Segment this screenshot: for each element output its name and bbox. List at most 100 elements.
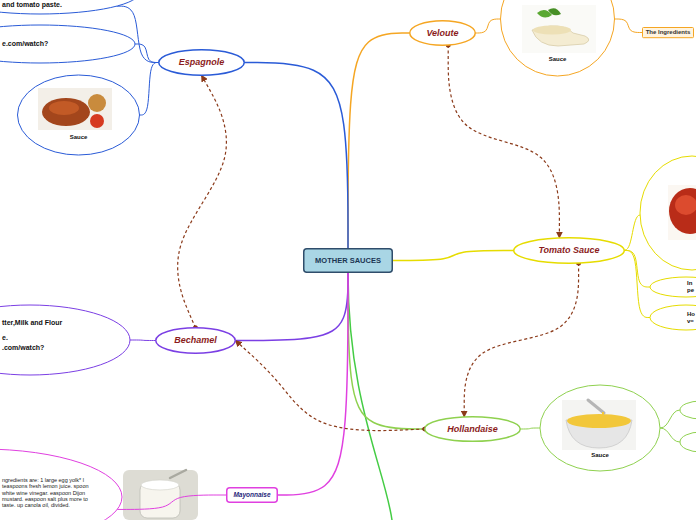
branch-line [244, 63, 348, 249]
main-topic: Espagnole [158, 49, 245, 76]
main-topic: Bechamel [155, 327, 236, 354]
hollandaise-branches [680, 401, 696, 419]
image-topic: Sauce [17, 75, 140, 155]
mayonnaise-photo [141, 480, 179, 490]
subtopic-ellipse: e.com/watch? [0, 25, 135, 63]
node-outline [650, 305, 696, 330]
node-outline-layer [540, 385, 660, 471]
node-outline [159, 50, 245, 76]
mayonnaise-photo [123, 470, 198, 520]
node-text: Hollandaise [447, 424, 498, 435]
branch-line [140, 63, 159, 116]
node-outline [643, 27, 694, 37]
veloute-photo [533, 26, 571, 35]
veloute-photo [532, 26, 589, 46]
node-outline [18, 75, 140, 155]
subtopic-ellipse: ngredients are: 1 large egg yolk* l teas… [0, 449, 122, 520]
node-text: e. [2, 334, 8, 342]
hollandaise-branches [680, 432, 696, 452]
image-topic: Sauce [500, 0, 615, 76]
node-outline [410, 21, 476, 46]
branch-line [235, 273, 348, 341]
node-outline [0, 25, 135, 63]
main-topic: Hollandaise [424, 416, 521, 442]
node-outline-layer [500, 0, 615, 76]
subtopic-ellipse: Inpe [650, 277, 696, 297]
hollandaise-branches [660, 410, 680, 428]
branch-line [624, 251, 650, 318]
hollandaise-photo [588, 400, 604, 413]
espagnole-photo [38, 88, 112, 130]
hollandaise-branches [660, 401, 696, 452]
node-text: Veloute [426, 28, 458, 39]
node-text: Espagnole [179, 57, 225, 68]
espagnole-photo [49, 101, 79, 115]
branch-line [348, 33, 410, 248]
hollandaise-photo [562, 400, 636, 450]
veloute-photo [522, 5, 596, 53]
tomato-image-topic [625, 215, 640, 250]
image-topic: Sauce [540, 385, 660, 471]
relationship-arrow [235, 341, 425, 431]
node-text: pe [687, 287, 694, 294]
mayonnaise-photo [170, 470, 186, 478]
node-text: The Ingredients [646, 29, 691, 36]
main-topic: Veloute [409, 20, 476, 46]
tomato-image-topic [640, 156, 696, 270]
branch-line [475, 19, 500, 33]
node-outline [650, 277, 696, 297]
subtopic-ellipse: tter,Milk and Flour e. .com/watch? [0, 305, 130, 375]
node-outline-layer [17, 75, 140, 155]
subtopic-ellipse: and tomato paste. [0, 0, 140, 14]
node-outline [0, 449, 122, 520]
node-text: and tomato paste. [2, 1, 62, 9]
branch-line [117, 495, 226, 509]
espagnole-photo [88, 94, 106, 112]
node-outline [540, 385, 660, 471]
subtopic-box: The Ingredients [642, 27, 694, 38]
node-text: MOTHER SAUCES [315, 256, 381, 265]
node-outline [501, 0, 615, 76]
espagnole-photo [90, 114, 104, 128]
node-outline [425, 417, 521, 442]
node-outline [156, 328, 236, 354]
node-outline-layer [0, 305, 130, 375]
branch-line [278, 273, 348, 495]
branch-line [393, 251, 514, 261]
node-text: Tomato Sauce [538, 245, 599, 256]
node-text: Bechamel [174, 335, 217, 346]
hollandaise-photo [602, 412, 604, 421]
node-text: v= [687, 318, 694, 325]
branch-line [615, 19, 643, 33]
hollandaise-branches [660, 428, 680, 442]
node-text: Mayonnaise [233, 491, 270, 499]
main-topic: Tomato Sauce [513, 237, 625, 264]
relationship-arrow [464, 263, 578, 417]
branch-line [135, 44, 159, 63]
espagnole-photo [42, 98, 90, 126]
tomato-image-topic [675, 195, 696, 215]
node-outline [0, 305, 130, 375]
tomato-image-topic [625, 156, 696, 270]
relationship-arrow [178, 75, 227, 328]
node-text: e.com/watch? [2, 40, 48, 48]
espagnole-photo [38, 88, 112, 130]
veloute-photo [522, 5, 596, 53]
node-text: Sauce [549, 56, 567, 63]
branch-line [130, 340, 156, 342]
node-outline [304, 249, 393, 273]
hollandaise-photo [562, 400, 636, 450]
node-text: Sauce [70, 134, 88, 141]
node-outline [0, 0, 140, 14]
node-text: Sauce [591, 452, 609, 459]
node-text: .com/watch? [2, 344, 44, 352]
mayonnaise-photo [123, 470, 198, 520]
branch-line [348, 273, 425, 429]
node-outline [227, 488, 278, 503]
node-text: Ho [687, 311, 695, 318]
node-text: In [687, 280, 692, 287]
central-topic: MOTHER SAUCES [303, 248, 393, 273]
veloute-photo [548, 8, 561, 15]
node-text: tter,Milk and Flour [2, 319, 62, 327]
hollandaise-photo [567, 414, 631, 428]
